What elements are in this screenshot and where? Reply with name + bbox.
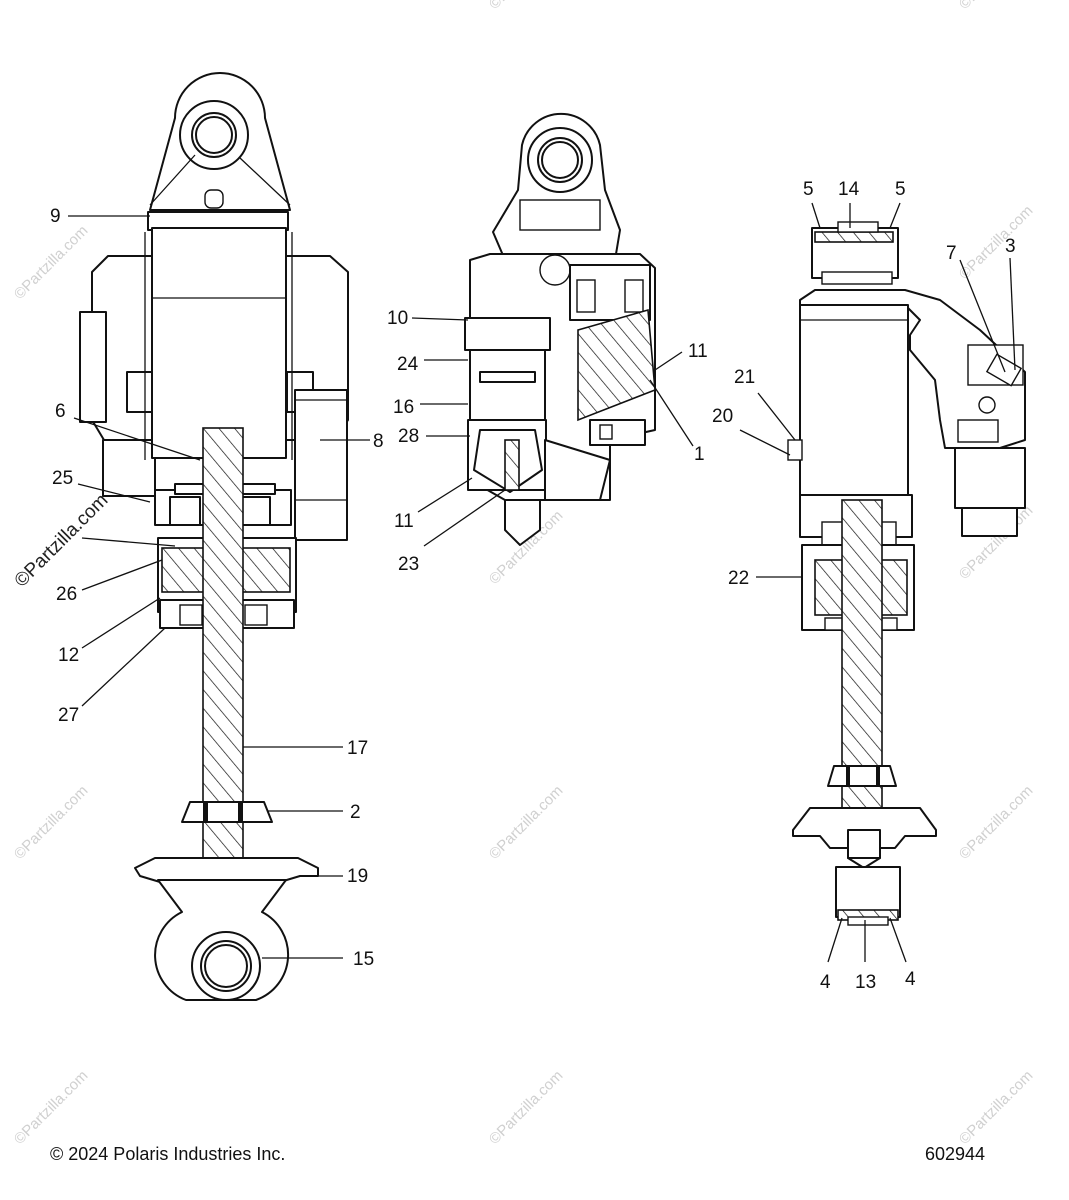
watermark: ©Partzilla.com — [956, 0, 1037, 13]
callout-26: 26 — [56, 584, 77, 605]
callout-14: 14 — [838, 179, 860, 200]
callout-22: 22 — [728, 568, 749, 589]
callout-20: 20 — [712, 406, 733, 427]
watermark: ©Partzilla.com — [486, 782, 567, 863]
callout-11: 11 — [688, 341, 708, 362]
callout-17: 17 — [347, 738, 368, 759]
callout-4: 4 — [820, 972, 831, 993]
left-shock-assembly — [79, 72, 349, 1001]
callout-24: 24 — [397, 354, 419, 375]
watermark-dark: ©Partzilla.com — [11, 490, 113, 592]
callout-21: 21 — [734, 367, 755, 388]
callout-2: 2 — [350, 802, 361, 823]
callout-5: 5 — [803, 179, 814, 200]
callout-10: 10 — [387, 308, 408, 329]
callout-12: 12 — [58, 645, 79, 666]
right-shock-assembly — [787, 221, 1026, 926]
callout-28: 28 — [398, 426, 419, 447]
callout-5: 5 — [895, 179, 906, 200]
callout-9: 9 — [50, 206, 61, 227]
copyright-text: © 2024 Polaris Industries Inc. — [50, 1144, 285, 1164]
watermark: ©Partzilla.com — [956, 1067, 1037, 1148]
callout-13: 13 — [855, 972, 876, 993]
callout-19: 19 — [347, 866, 368, 887]
callout-11: 11 — [394, 511, 414, 532]
callout-6: 6 — [55, 401, 66, 422]
watermark: ©Partzilla.com — [11, 782, 92, 863]
leader-lines — [68, 202, 1016, 963]
callout-23: 23 — [398, 554, 419, 575]
callout-7: 7 — [946, 243, 957, 264]
callout-labels: 9 6 25 26 12 27 8 17 2 19 15 10 24 16 28… — [50, 179, 1016, 993]
watermark: ©Partzilla.com — [486, 0, 567, 13]
center-shock-assembly — [464, 112, 656, 546]
callout-3: 3 — [1005, 236, 1016, 257]
watermark: ©Partzilla.com — [11, 222, 92, 303]
watermark: ©Partzilla.com — [11, 1067, 92, 1148]
callout-8: 8 — [373, 431, 384, 452]
callout-25: 25 — [52, 468, 73, 489]
watermark: ©Partzilla.com — [956, 782, 1037, 863]
callout-27: 27 — [58, 705, 79, 726]
footer: © 2024 Polaris Industries Inc. 602944 — [50, 1144, 985, 1164]
callout-16: 16 — [393, 397, 414, 418]
callout-15: 15 — [353, 949, 374, 970]
callout-1: 1 — [694, 444, 705, 465]
watermark: ©Partzilla.com — [486, 1067, 567, 1148]
diagram-number: 602944 — [925, 1144, 985, 1164]
watermark: ©Partzilla.com — [956, 202, 1037, 283]
callout-4: 4 — [905, 969, 916, 990]
